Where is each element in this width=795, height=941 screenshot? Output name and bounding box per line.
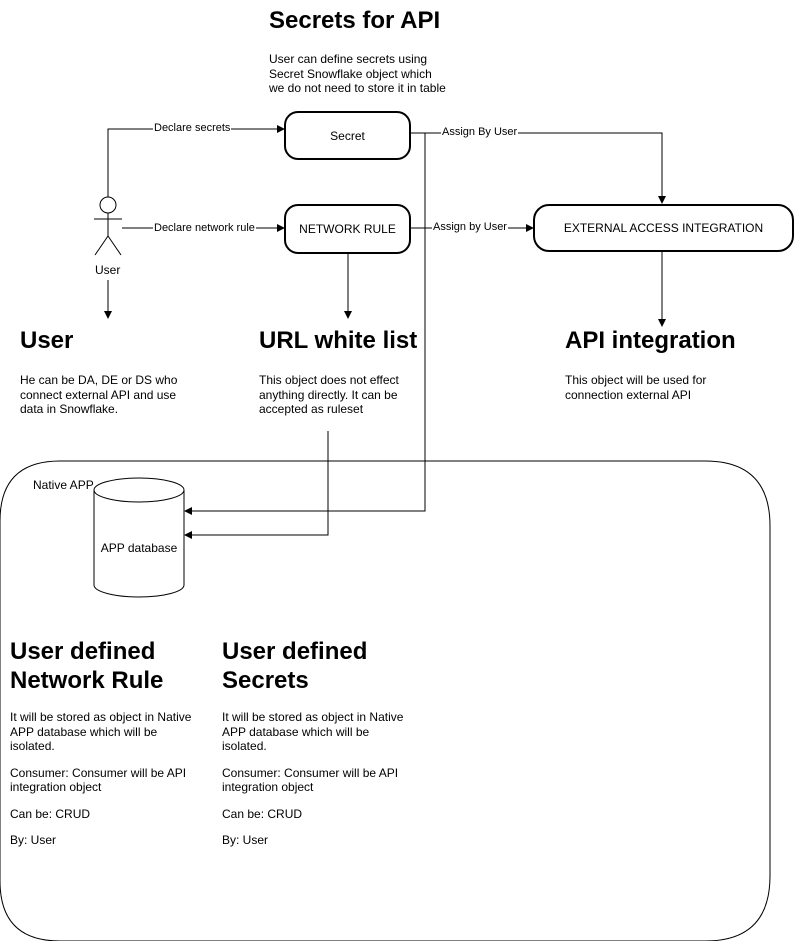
secrets-block-body: It will be stored as object in Native AP… [222,710,427,848]
network-rule-block-title-line: User defined [10,638,156,665]
edge-secret-to-app-database [184,133,426,515]
url-desc-line: accepted as ruleset [259,402,364,416]
secrets-desc-line: User can define secrets using [269,52,428,66]
url-desc-line: This object does not effect [259,373,399,387]
api-integration-description: This object will be used for connection … [565,373,755,402]
api-desc-line: connection external API [565,387,692,402]
secrets-by-text: By: User [222,833,269,847]
consumer-line: Consumer: Consumer will be API [222,765,399,780]
secrets-block-title: User defined Secrets [222,637,427,695]
consumer-line: integration object [222,780,314,794]
consumer-line: Consumer: Consumer will be API [10,765,187,780]
secret-node-label: Secret [330,128,365,143]
secrets-block: User defined Secrets It will be stored a… [222,637,427,860]
user-desc-line: connect external API and use [20,387,177,402]
external-access-integration-node[interactable]: EXTERNAL ACCESS INTEGRATION [533,204,794,252]
network-rule-block: User defined Network Rule It will be sto… [10,637,215,860]
stored-line: isolated. [10,739,55,753]
secrets-block-title-line: User defined [222,638,368,665]
secrets-crud-text: Can be: CRUD [222,806,303,821]
secrets-stored-text: It will be stored as object in Native AP… [222,710,427,754]
edge-label-declare-secrets: Declare secrets [153,122,232,135]
stored-line: It will be stored as object in Native [222,710,404,724]
secrets-description: User can define secrets using Secret Sno… [269,52,469,96]
network-rule-block-title: User defined Network Rule [10,637,215,695]
api-desc-line: This object will be used for [565,373,707,387]
stored-line: It will be stored as object in Native [10,710,192,724]
user-title: User [20,327,74,354]
secrets-title: Secrets for API [269,7,441,34]
secrets-block-title-line: Secrets [222,667,309,694]
network-rule-crud-text: Can be: CRUD [10,806,91,821]
stored-line: APP database which will be [222,724,370,739]
network-rule-node-label: NETWORK RULE [299,222,396,236]
edge-url-to-app-database [184,431,329,539]
secret-node[interactable]: Secret [284,111,411,160]
edge-label-assign-by-user-secret: Assign By User [441,126,519,139]
stored-line: APP database which will be [10,724,158,739]
network-rule-node[interactable]: NETWORK RULE [284,204,411,254]
url-desc-line: anything directly. It can be [259,387,398,402]
user-description: He can be DA, DE or DS who connect exter… [20,373,210,417]
user-actor-icon [94,196,122,256]
api-integration-title: API integration [565,327,736,354]
url-white-list-description: This object does not effect anything dir… [259,373,429,417]
edge-label-assign-by-user-network: Assign by User [432,221,508,234]
native-app-container [0,460,771,941]
url-white-list-title: URL white list [259,327,418,354]
app-database-label: APP database [100,541,178,555]
secrets-desc-line: Secret Snowflake object which [269,66,432,81]
network-rule-block-body: It will be stored as object in Native AP… [10,710,215,848]
network-rule-by-text: By: User [10,833,57,847]
app-database-cylinder [93,477,185,598]
network-rule-consumer-text: Consumer: Consumer will be API integrati… [10,766,215,795]
edge-declare-secrets [107,125,285,197]
user-desc-line: data in Snowflake. [20,402,119,416]
actor-label: User [95,263,121,277]
edge-assign-by-user-secret [410,132,666,204]
edge-label-declare-network-rule: Declare network rule [153,222,256,235]
secrets-desc-line: we do not need to store it in table [269,81,446,95]
user-desc-line: He can be DA, DE or DS who [20,373,178,387]
external-access-node-label: EXTERNAL ACCESS INTEGRATION [563,221,764,235]
network-rule-stored-text: It will be stored as object in Native AP… [10,710,215,754]
secrets-consumer-text: Consumer: Consumer will be API integrati… [222,766,427,795]
native-app-label: Native APP [33,478,94,492]
stored-line: isolated. [222,739,267,753]
network-rule-block-title-line: Network Rule [10,667,164,694]
consumer-line: integration object [10,780,102,794]
